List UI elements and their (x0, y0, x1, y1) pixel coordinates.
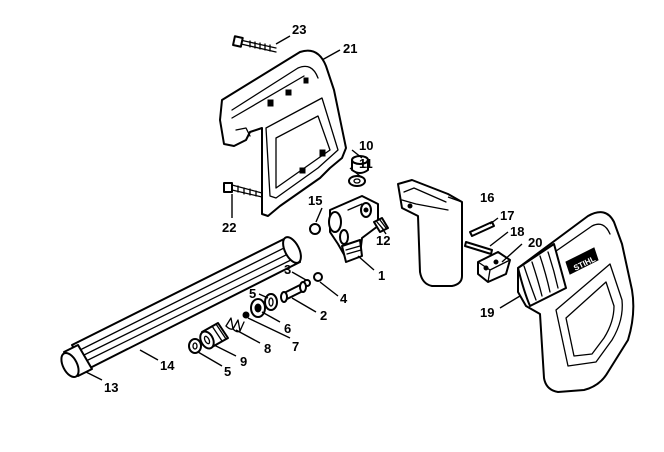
callout-4: 4 (340, 291, 348, 306)
callout-3: 3 (284, 262, 291, 277)
callout-18: 18 (510, 224, 524, 239)
barrel-tube-14 (60, 236, 302, 379)
plug-12 (373, 217, 389, 233)
callout-21: 21 (343, 41, 357, 56)
callout-16: 16 (480, 190, 494, 205)
callout-12: 12 (376, 233, 390, 248)
callout-5-upper: 5 (249, 286, 256, 301)
callout-2: 2 (320, 308, 327, 323)
callout-14: 14 (160, 358, 175, 373)
ball-7 (242, 311, 250, 319)
callout-19: 19 (480, 305, 494, 320)
washer-11 (348, 175, 366, 187)
callout-8: 8 (264, 341, 271, 356)
trigger-16 (397, 179, 463, 287)
screw-23 (232, 35, 277, 53)
oring-5-upper (264, 293, 278, 311)
handle-half-21 (219, 49, 347, 217)
ring-4 (313, 272, 323, 282)
pin-17 (469, 221, 495, 237)
callout-labels: 23 21 22 15 10 11 12 16 17 18 20 19 1 3 … (104, 22, 542, 395)
callout-20: 20 (528, 235, 542, 250)
callout-11: 11 (359, 156, 373, 171)
oring-5-lower (188, 338, 202, 354)
callout-23: 23 (292, 22, 306, 37)
callout-5-lower: 5 (224, 364, 231, 379)
clip-20 (477, 251, 511, 283)
spring-pin-18 (464, 241, 493, 255)
spring-8 (225, 317, 245, 333)
callout-13: 13 (104, 380, 118, 395)
valve-pin-2 (280, 281, 307, 303)
callout-10: 10 (359, 138, 373, 153)
nozzle-nut-9 (199, 322, 229, 350)
callout-9: 9 (240, 354, 247, 369)
callout-7: 7 (292, 339, 299, 354)
valve-body-1 (328, 195, 379, 263)
callout-6: 6 (284, 321, 291, 336)
callout-17: 17 (500, 208, 514, 223)
main-handle-19: STIHL (517, 211, 635, 393)
seat-6 (250, 298, 266, 318)
callout-15: 15 (308, 193, 322, 208)
oring-15 (309, 223, 321, 235)
callout-22: 22 (222, 220, 236, 235)
screw-22 (223, 182, 263, 198)
leader-lines (85, 35, 523, 381)
callout-1: 1 (378, 268, 385, 283)
